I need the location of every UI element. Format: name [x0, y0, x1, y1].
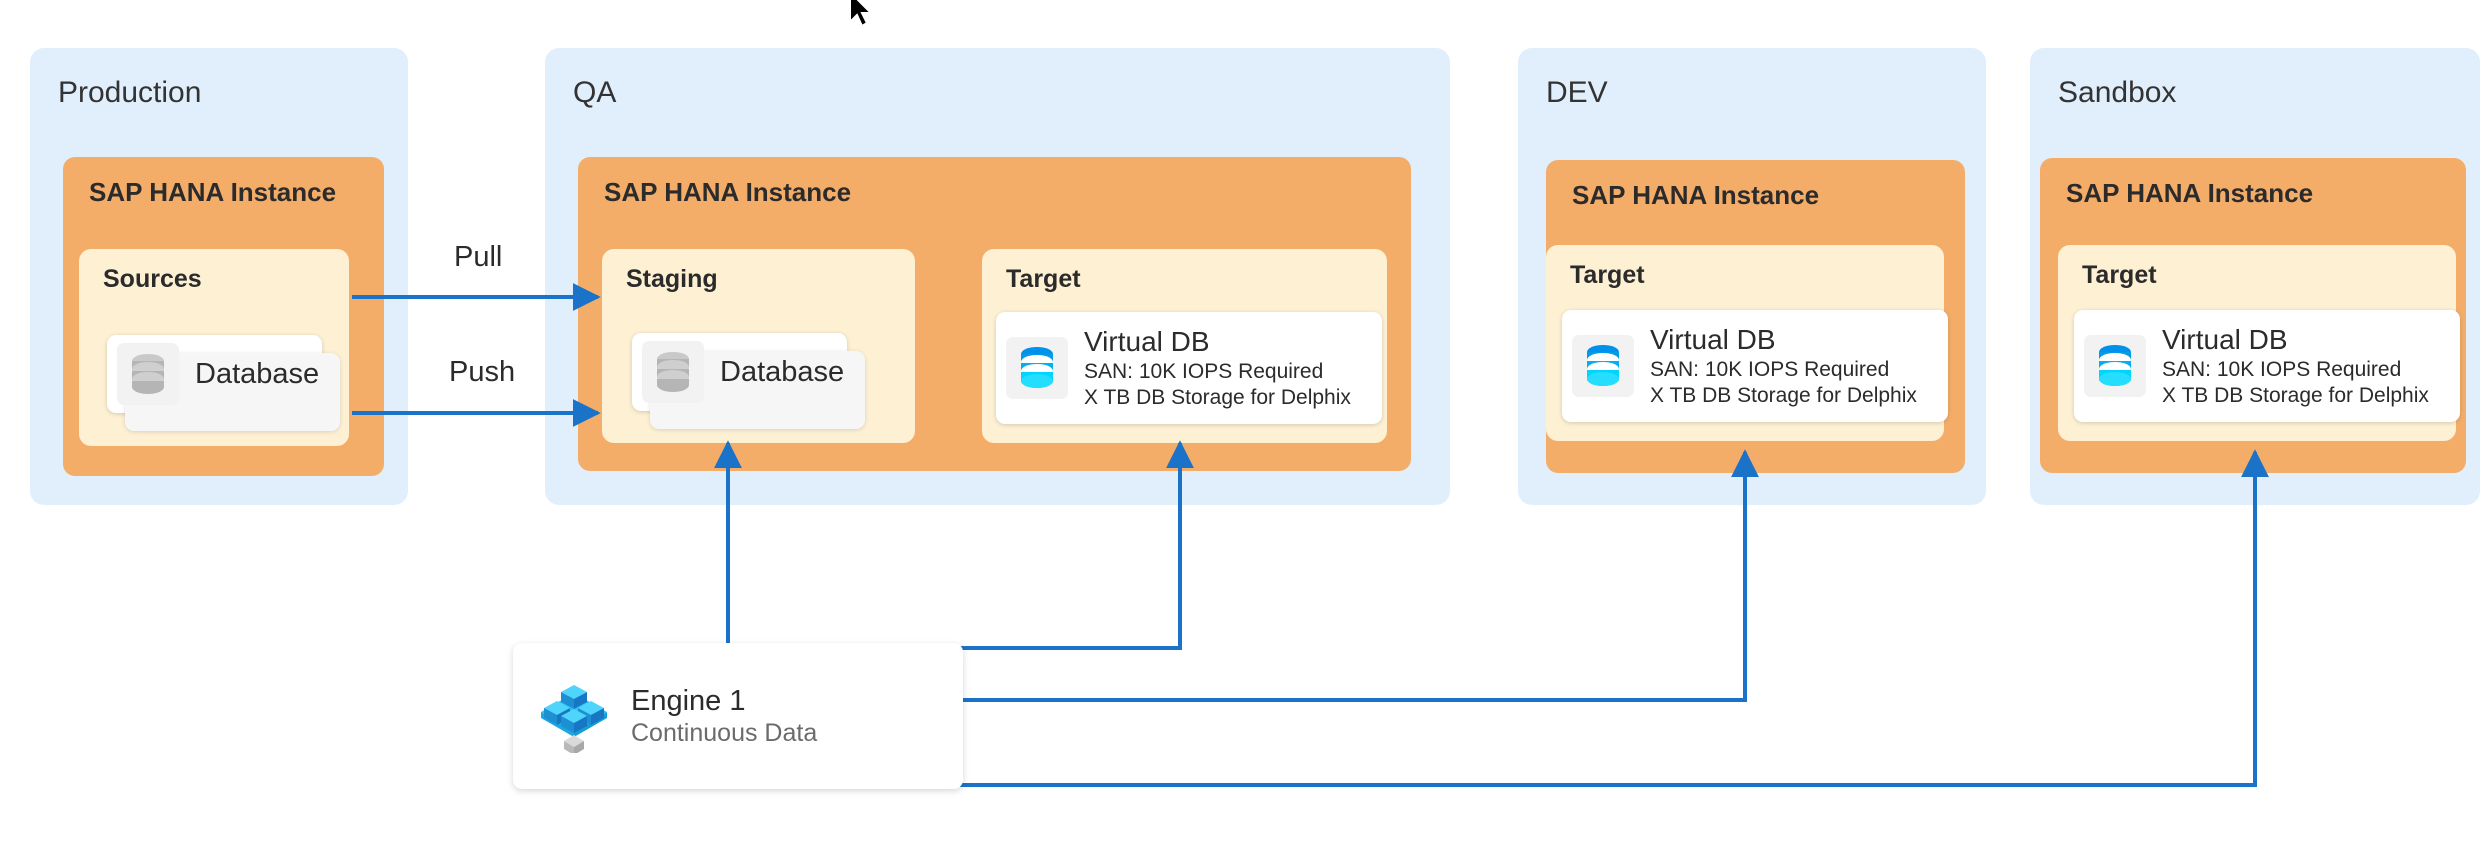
card-text: Database [179, 357, 322, 391]
card-subtitle-line-1: SAN: 10K IOPS Required [1650, 358, 1890, 381]
flow-label-pull: Pull [454, 241, 503, 273]
card-text: Virtual DB SAN: 10K IOPS Required X TB D… [2146, 323, 2460, 409]
hana-instance-label-dev: SAP HANA Instance [1572, 180, 1820, 210]
group-label-staging: Staging [626, 265, 718, 293]
card-subtitle-line-2: X TB DB Storage for Delphix [2162, 384, 2429, 407]
card-title: Virtual DB [2162, 324, 2288, 355]
card-text: Database [704, 355, 847, 389]
environment-label-production: Production [58, 76, 202, 109]
card-text: Virtual DB SAN: 10K IOPS Required X TB D… [1634, 323, 1948, 409]
hana-instance-label-sandbox: SAP HANA Instance [2066, 178, 2314, 208]
group-label-target: Target [2082, 261, 2157, 289]
engine-title: Engine 1 [631, 684, 746, 717]
flow-label-push: Push [449, 356, 516, 388]
card-subtitle-line-2: X TB DB Storage for Delphix [1084, 386, 1351, 409]
group-label-target: Target [1570, 261, 1645, 289]
card-subtitle-line-1: SAN: 10K IOPS Required [1084, 360, 1324, 383]
virtual-db-icon [1572, 335, 1634, 397]
card-title: Virtual DB [1084, 326, 1210, 357]
card-subtitle-line-1: SAN: 10K IOPS Required [2162, 358, 2402, 381]
hana-instance-label-production: SAP HANA Instance [89, 177, 337, 207]
engine-cubes-icon [535, 677, 613, 755]
group-label-target: Target [1006, 265, 1081, 293]
database-icon [117, 343, 179, 405]
virtual-db-icon [1006, 337, 1068, 399]
hana-instance-label-qa: SAP HANA Instance [604, 177, 852, 207]
group-label-sources: Sources [103, 265, 202, 293]
card-subtitle-line-2: X TB DB Storage for Delphix [1650, 384, 1917, 407]
environment-label-dev: DEV [1546, 76, 1608, 109]
engine-card[interactable]: Engine 1 Continuous Data [513, 643, 963, 789]
card-title: Database [720, 356, 845, 388]
card-sandbox-target-virtual-db[interactable]: Virtual DB SAN: 10K IOPS Required X TB D… [2074, 310, 2460, 422]
card-dev-target-virtual-db[interactable]: Virtual DB SAN: 10K IOPS Required X TB D… [1562, 310, 1948, 422]
engine-text: Engine 1 Continuous Data [613, 684, 817, 749]
mouse-pointer-icon [849, 0, 874, 28]
engine-subtitle: Continuous Data [631, 718, 818, 747]
card-title: Virtual DB [1650, 324, 1776, 355]
virtual-db-icon [2084, 335, 2146, 397]
card-title: Database [195, 358, 320, 390]
environment-label-sandbox: Sandbox [2058, 76, 2177, 109]
environment-label-qa: QA [573, 76, 617, 109]
database-icon [642, 341, 704, 403]
card-production-sources-database[interactable]: Database [107, 335, 340, 431]
card-text: Virtual DB SAN: 10K IOPS Required X TB D… [1068, 325, 1382, 411]
card-qa-target-virtual-db[interactable]: Virtual DB SAN: 10K IOPS Required X TB D… [996, 312, 1382, 424]
card-qa-staging-database[interactable]: Database [632, 333, 865, 429]
